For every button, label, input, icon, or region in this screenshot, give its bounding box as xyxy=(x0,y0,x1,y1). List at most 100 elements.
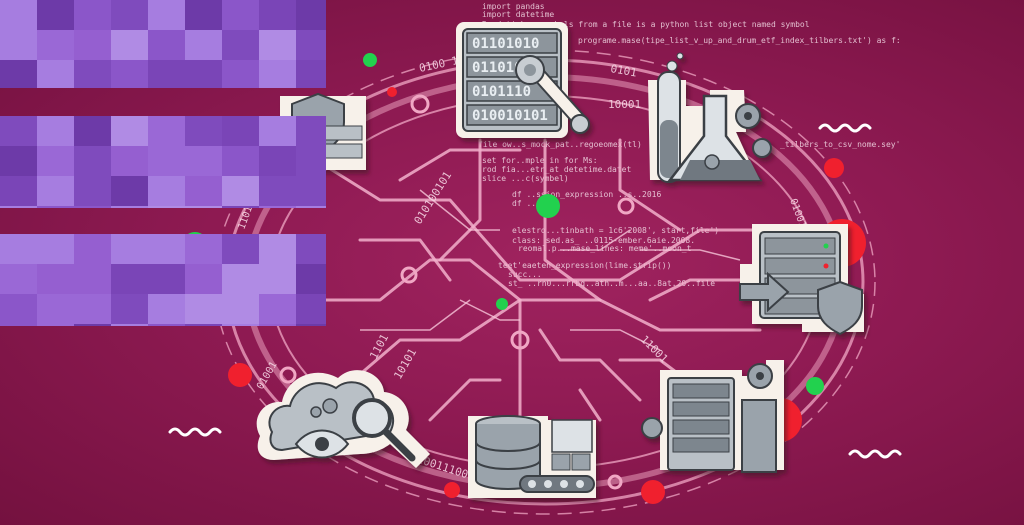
mosaic-cell xyxy=(148,0,185,30)
code-line: file_ow..s_mock_pat..regoeomex(tl) xyxy=(478,140,642,149)
mosaic-cell xyxy=(37,176,74,206)
mosaic-cell xyxy=(74,60,111,88)
mosaic-cell xyxy=(296,324,326,326)
database-conveyor-icon xyxy=(468,415,596,498)
server-gears-icon xyxy=(641,360,784,473)
code-line: reomal.p...mase_lines: meme'..moon_t xyxy=(518,244,692,253)
mosaic-cell xyxy=(259,294,296,324)
mosaic-cell xyxy=(74,146,111,176)
mosaic-cell xyxy=(0,234,37,264)
mosaic-cell xyxy=(74,264,111,294)
mosaic-cell xyxy=(0,264,37,294)
mosaic-cell xyxy=(185,294,222,324)
binary-label: 1101 xyxy=(236,205,255,231)
mosaic-cell xyxy=(37,206,74,208)
wrench-icon xyxy=(515,55,590,134)
mosaic-cell xyxy=(111,60,148,88)
mosaic-cell xyxy=(222,294,259,324)
mosaic-cell xyxy=(259,206,296,208)
lab-flask-icon xyxy=(648,52,772,183)
mosaic-cell xyxy=(0,176,37,206)
code-line: class: sed.as_ ..0115-ember.6aie.2008. xyxy=(512,236,696,245)
mosaic-cell xyxy=(37,0,74,30)
mosaic-cell xyxy=(111,0,148,30)
mosaic-cell xyxy=(222,0,259,30)
mosaic-cell xyxy=(296,294,326,324)
mosaic-cell xyxy=(111,116,148,146)
mosaic-cell xyxy=(74,116,111,146)
mosaic-cell xyxy=(222,60,259,88)
mosaic-cell xyxy=(222,234,259,264)
binary-wrench-icon: 01101010 01101010 0101110 010010101 xyxy=(456,22,590,138)
mosaic-cell xyxy=(74,324,111,326)
code-line: elestro...tinbath = 1c6'2008', start,fil… xyxy=(512,226,720,235)
panel-bits: 010010101 xyxy=(472,108,548,124)
binary-label: 0101 xyxy=(609,62,637,79)
circuit-traces xyxy=(298,138,762,422)
mosaic-cell xyxy=(111,146,148,176)
server-shield-icon xyxy=(739,224,864,336)
mosaic-cell xyxy=(148,116,185,146)
mosaic-cell xyxy=(0,294,37,324)
mosaic-cell xyxy=(37,324,74,326)
pixelated-redaction-block xyxy=(0,116,326,208)
pixelated-redaction-block xyxy=(0,234,326,326)
mosaic-cell xyxy=(148,234,185,264)
code-line: df .. xyxy=(512,199,537,208)
mosaic-cell xyxy=(37,60,74,88)
mosaic-cell xyxy=(222,206,259,208)
mosaic-cell xyxy=(148,60,185,88)
mosaic-cell xyxy=(74,176,111,206)
mosaic-cell xyxy=(148,30,185,60)
mosaic-cell xyxy=(259,176,296,206)
circuit-traces-thin xyxy=(360,189,741,351)
mosaic-cell xyxy=(148,294,185,324)
mosaic-cell xyxy=(0,324,37,326)
mosaic-cell xyxy=(74,30,111,60)
mosaic-cell xyxy=(259,0,296,30)
mosaic-cell xyxy=(148,206,185,208)
code-line: import pandas xyxy=(482,2,545,11)
mosaic-cell xyxy=(74,234,111,264)
mosaic-cell xyxy=(185,116,222,146)
mosaic-cell xyxy=(185,324,222,326)
panel-bits: 01101010 xyxy=(472,36,539,52)
panel-bits: 0101110 xyxy=(472,84,531,100)
mosaic-cell xyxy=(148,176,185,206)
cloud-eye-search-icon xyxy=(256,370,430,468)
mosaic-cell xyxy=(148,324,185,326)
mosaic-cell xyxy=(74,0,111,30)
mosaic-cell xyxy=(37,116,74,146)
code-line: slice ...c(symbel) xyxy=(482,174,569,183)
mosaic-cell xyxy=(74,294,111,324)
mosaic-cell xyxy=(296,60,326,88)
code-line: st_ ..rn0...rrbq..ath..m...aa..8at.20..f… xyxy=(508,279,716,288)
mosaic-cell xyxy=(222,324,259,326)
binary-label: 1101 xyxy=(367,332,391,362)
mosaic-cell xyxy=(111,264,148,294)
mosaic-cell xyxy=(296,146,326,176)
mosaic-cell xyxy=(296,30,326,60)
mosaic-cell xyxy=(185,146,222,176)
mosaic-cell xyxy=(222,176,259,206)
code-line: _tilbers_to_csv_nome.sey' xyxy=(780,140,901,149)
squiggle-decorations xyxy=(168,123,902,459)
mosaic-cell xyxy=(111,234,148,264)
code-line: set for..mple in for Ms: xyxy=(482,156,598,165)
binary-label: 10101 xyxy=(391,346,419,381)
mosaic-cell xyxy=(259,264,296,294)
mosaic-cell xyxy=(74,206,111,208)
mosaic-cell xyxy=(259,116,296,146)
binary-label: 10001 xyxy=(608,98,641,111)
mosaic-cell xyxy=(0,206,37,208)
mosaic-cell xyxy=(296,0,326,30)
mosaic-cell xyxy=(259,30,296,60)
mosaic-cell xyxy=(296,264,326,294)
mosaic-cell xyxy=(0,30,37,60)
mosaic-cell xyxy=(37,294,74,324)
code-line: succ... xyxy=(508,270,542,279)
mosaic-cell xyxy=(185,234,222,264)
mosaic-cell xyxy=(37,30,74,60)
mosaic-cell xyxy=(37,146,74,176)
